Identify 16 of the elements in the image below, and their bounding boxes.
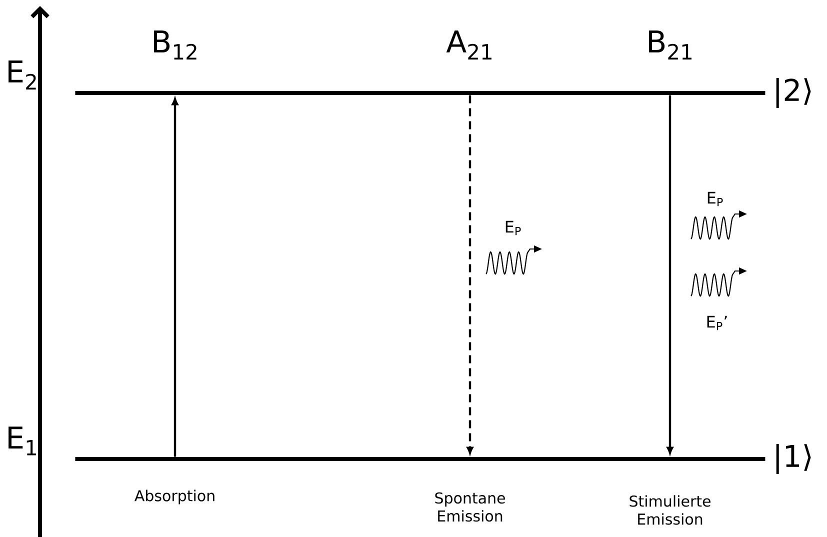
coefficient-label: B$_{12}$	[154, 30, 196, 60]
state-label: |1⟩	[776, 444, 811, 474]
process-label: Absorption	[134, 490, 214, 504]
energy-label: E$_{2}$	[8, 60, 36, 90]
process-label: Spontane Emission	[435, 492, 505, 522]
transition-arrow	[666, 95, 674, 454]
state-label: |2⟩	[776, 78, 811, 108]
photon-energy-label: E$_{P}$	[708, 192, 723, 206]
energy-label: E$_{1}$	[8, 426, 36, 456]
transition-arrow	[466, 95, 474, 454]
coefficient-label: A$_{21}$	[446, 30, 492, 60]
photon-energy-label: E$_{P}$’	[707, 316, 727, 330]
transition-arrow	[172, 98, 178, 457]
coefficient-label: B$_{21}$	[649, 30, 692, 60]
process-label: Stimulierte Emission	[630, 495, 710, 525]
photon-energy-label: E$_{P}$	[506, 220, 521, 236]
